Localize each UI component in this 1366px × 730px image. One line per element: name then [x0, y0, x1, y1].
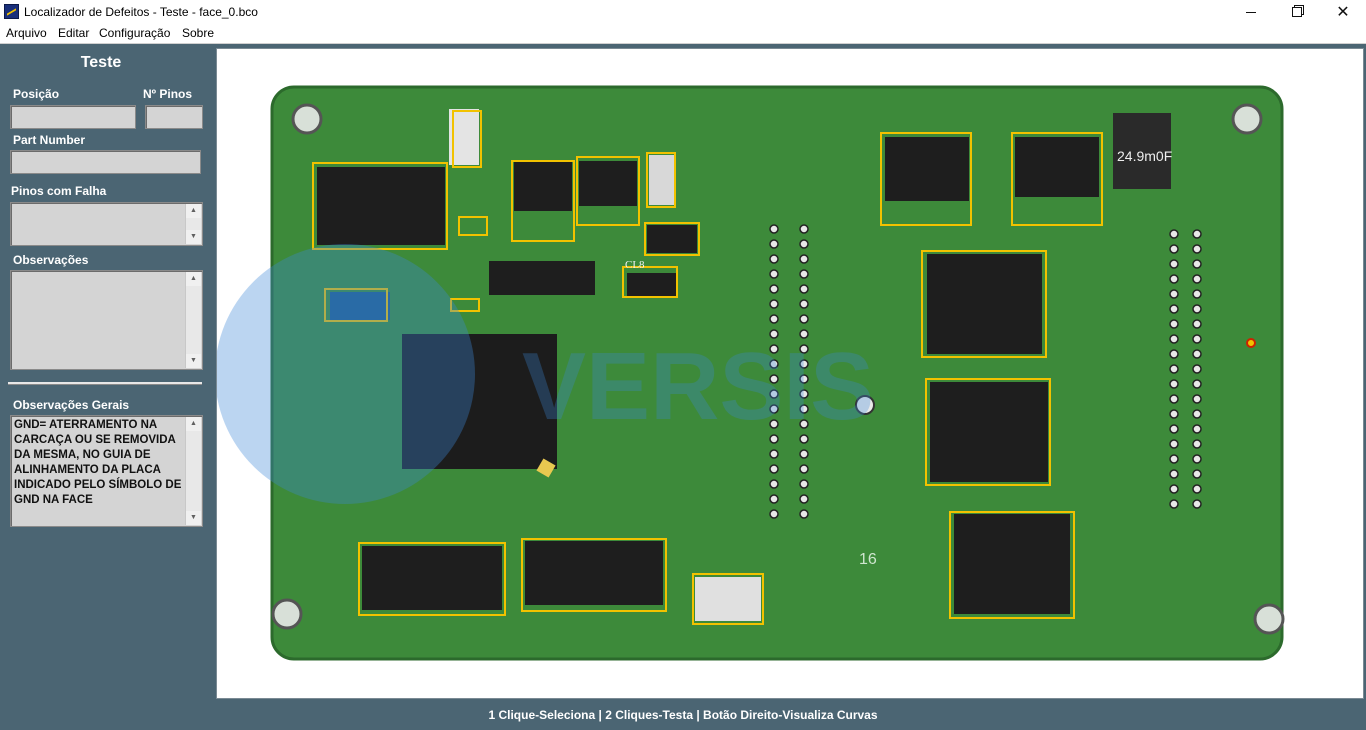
partnumber-field[interactable] [10, 150, 201, 174]
posicao-field[interactable] [10, 105, 136, 129]
inductor-label: 24.9m0F [1117, 148, 1172, 164]
chip-marker [536, 458, 556, 478]
board-view[interactable]: 24.9m0F CL8 16 VERSIS [216, 48, 1364, 699]
mount-hole [271, 598, 303, 630]
scroll-down-icon[interactable]: ▼ [186, 354, 201, 368]
menu-sobre[interactable]: Sobre [182, 26, 215, 40]
posicao-label: Posição [13, 87, 60, 101]
window-title: Localizador de Defeitos - Teste - face_0… [24, 5, 258, 19]
pin-header-left [769, 224, 809, 519]
watermark-text: VERSIS [522, 333, 874, 440]
sidebar-separator [8, 382, 202, 385]
gnd-marker-icon[interactable] [1246, 338, 1256, 348]
scroll-down-icon[interactable]: ▼ [186, 511, 201, 525]
partnumber-label: Part Number [13, 133, 86, 147]
observacoes-label: Observações [13, 253, 89, 267]
obs-gerais-label: Observações Gerais [13, 398, 130, 412]
scroll-up-icon[interactable]: ▲ [186, 272, 201, 286]
center-hole [855, 395, 875, 415]
scroll-up-icon[interactable]: ▲ [186, 204, 201, 218]
pin-header-right [1169, 229, 1202, 509]
status-bar: 1 Clique-Seleciona | 2 Cliques-Testa | B… [0, 700, 1366, 728]
mount-hole [1231, 103, 1263, 135]
pinos-falha-label: Pinos com Falha [11, 184, 107, 198]
component-highlights [312, 110, 1103, 625]
mount-hole [1253, 603, 1285, 635]
pinos-falha-scrollbar[interactable]: ▲ ▼ [185, 204, 201, 244]
maximize-button[interactable] [1274, 0, 1320, 24]
scroll-up-icon[interactable]: ▲ [186, 417, 201, 431]
menu-editar[interactable]: Editar [58, 26, 90, 40]
sidebar: Teste Posição Nº Pinos Part Number Pinos… [0, 44, 215, 700]
npinos-field[interactable] [145, 105, 203, 129]
observacoes-textarea[interactable]: ▲ ▼ [10, 270, 203, 370]
minimize-button[interactable] [1228, 0, 1274, 24]
obs-gerais-textarea[interactable]: GND= ATERRAMENTO NA CARCAÇA OU SE REMOVI… [10, 415, 203, 527]
silk-16-label: 16 [859, 551, 877, 568]
bga-chip [402, 334, 557, 469]
cl8-label: CL8 [625, 259, 645, 271]
pinos-falha-textarea[interactable]: ▲ ▼ [10, 202, 203, 246]
menu-bar: Arquivo Editar Configuração Sobre [0, 24, 1366, 44]
watermark-logo [217, 244, 475, 504]
obs-gerais-text: GND= ATERRAMENTO NA CARCAÇA OU SE REMOVI… [14, 419, 182, 506]
pcb-board-image[interactable]: 24.9m0F CL8 16 VERSIS [217, 49, 1364, 699]
scroll-down-icon[interactable]: ▼ [186, 230, 201, 244]
app-icon [4, 4, 19, 19]
components [317, 109, 1171, 621]
menu-configuracao[interactable]: Configuração [99, 26, 171, 40]
menu-arquivo[interactable]: Arquivo [6, 26, 47, 40]
obs-gerais-scrollbar[interactable]: ▲ ▼ [185, 417, 201, 525]
mount-hole [291, 103, 323, 135]
observacoes-scrollbar[interactable]: ▲ ▼ [185, 272, 201, 368]
npinos-label: Nº Pinos [143, 87, 193, 101]
close-button[interactable]: ✕ [1336, 4, 1350, 21]
title-bar: Localizador de Defeitos - Teste - face_0… [0, 0, 1366, 25]
sidebar-title: Teste [80, 54, 122, 71]
